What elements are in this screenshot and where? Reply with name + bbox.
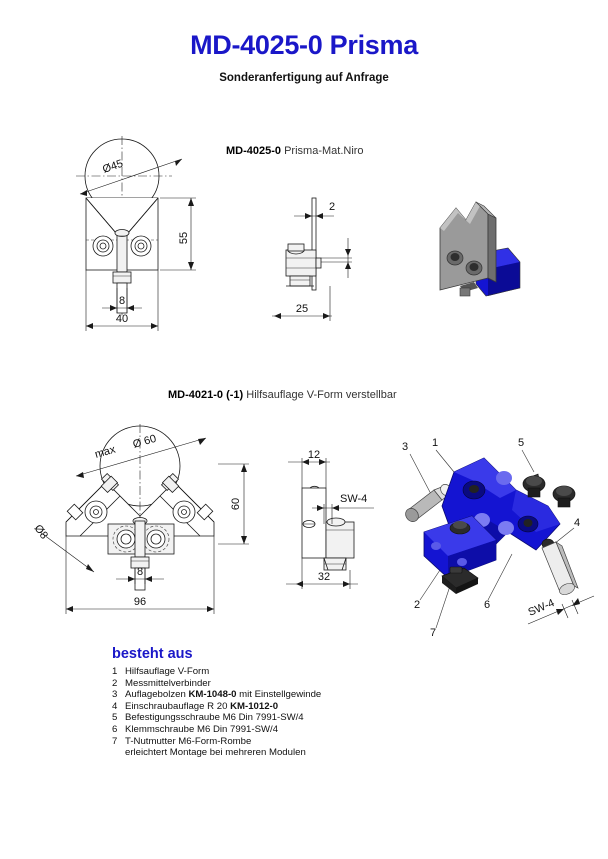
list-item: 1 Hilfsauflage V-Form (112, 666, 452, 678)
parts-list-title: besteht aus (112, 646, 193, 662)
list-item: 2 Messmittelverbinder (112, 678, 452, 690)
parts-list-text: Befestigungsschraube M6 Din 7991-SW/4 (125, 712, 304, 724)
svg-text:max: max (94, 443, 118, 460)
svg-text:Ø8: Ø8 (32, 523, 50, 542)
part-2-shape (423, 515, 497, 579)
parts-list-text: T-Nutmutter M6-Form-Rombe (125, 735, 252, 747)
parts-list-text: Messmittelverbinder (125, 677, 211, 689)
hilfsauflage-front-view: max Ø 60 Ø8 60 8 96 (28, 424, 283, 624)
callout-5: 5 (518, 437, 524, 449)
parts-list-note: erleichtert Montage bei mehreren Modulen (125, 747, 306, 759)
parts-list-number: 1 (112, 666, 118, 677)
parts-list-text: Einschraubauflage R 20 KM-1012-0 (125, 700, 279, 712)
parts-list-text: Klemmschraube M6 Din 7991-SW/4 (125, 723, 279, 735)
callout-1: 1 (432, 437, 438, 449)
parts-list-number: 3 (112, 689, 118, 701)
svg-text:60: 60 (230, 498, 242, 510)
svg-text:12: 12 (308, 449, 320, 461)
svg-text:32: 32 (318, 571, 330, 583)
part-5-shape-2 (552, 485, 576, 508)
list-item: 7 T-Nutmutter M6-Form-Rombe (112, 736, 452, 748)
list-item: 4 Einschraubauflage R 20 KM-1012-0 (112, 701, 452, 713)
svg-text:8: 8 (137, 566, 143, 578)
section-1-name: Prisma-Mat.Niro (284, 145, 364, 157)
parts-list-number: 2 (112, 677, 118, 689)
hilfsauflage-side-view: 12 SW-4 (282, 432, 392, 602)
callout-4: 4 (574, 517, 580, 529)
exploded-sw4-label: SW-4 (526, 597, 556, 619)
part-5-shape (522, 473, 546, 498)
section-2-caption: MD-4021-0 (-1) Hilfsauflage V-Form verst… (168, 389, 397, 401)
section-1-caption: MD-4025-0 Prisma-Mat.Niro (226, 145, 364, 157)
part-7-shape (441, 566, 479, 594)
callout-2: 2 (414, 599, 420, 611)
parts-list-number: 7 (112, 735, 118, 747)
callout-6: 6 (484, 599, 490, 611)
svg-text:Ø45: Ø45 (101, 158, 125, 176)
section-2-name: Hilfsauflage V-Form verstellbar (246, 389, 397, 401)
prisma-side-view: 2 25 (272, 192, 392, 342)
parts-list-number: 6 (112, 723, 118, 735)
parts-list-text: Hilfsauflage V-Form (125, 666, 210, 677)
list-item: 5 Befestigungsschraube M6 Din 7991-SW/4 (112, 712, 452, 724)
prisma-iso-view (404, 192, 544, 312)
parts-list-number: 4 (112, 700, 118, 712)
section-1-code: MD-4025-0 (226, 145, 282, 157)
svg-text:55: 55 (178, 232, 190, 244)
parts-list: besteht aus 1 Hilfsauflage V-Form 2 Mess… (112, 646, 452, 759)
parts-list-text: Auflagebolzen KM-1048-0 mit Einstellgewi… (125, 689, 322, 701)
part-4-shape (541, 538, 579, 595)
svg-text:40: 40 (116, 313, 128, 325)
parts-list-number: 5 (112, 712, 118, 724)
hilfsauflage-exploded-view: SW-4 3 1 5 4 2 6 7 (388, 428, 603, 643)
prisma-front-view: Ø45 55 8 40 (60, 128, 290, 343)
list-item: 3 Auflagebolzen KM-1048-0 mit Einstellge… (112, 689, 452, 701)
callout-3: 3 (402, 441, 408, 453)
list-item: 6 Klemmschraube M6 Din 7991-SW/4 (112, 724, 452, 736)
page-title: MD-4025-0 Prisma (190, 30, 418, 60)
svg-text:96: 96 (134, 596, 146, 608)
page-subtitle: Sonderanfertigung auf Anfrage (219, 72, 389, 84)
callout-7: 7 (430, 627, 436, 639)
svg-text:2: 2 (329, 201, 335, 213)
svg-text:Ø 60: Ø 60 (132, 433, 158, 451)
svg-text:8: 8 (119, 295, 125, 307)
svg-text:SW-4: SW-4 (340, 493, 367, 505)
svg-text:25: 25 (296, 303, 308, 315)
section-2-code: MD-4021-0 (-1) (168, 389, 244, 401)
